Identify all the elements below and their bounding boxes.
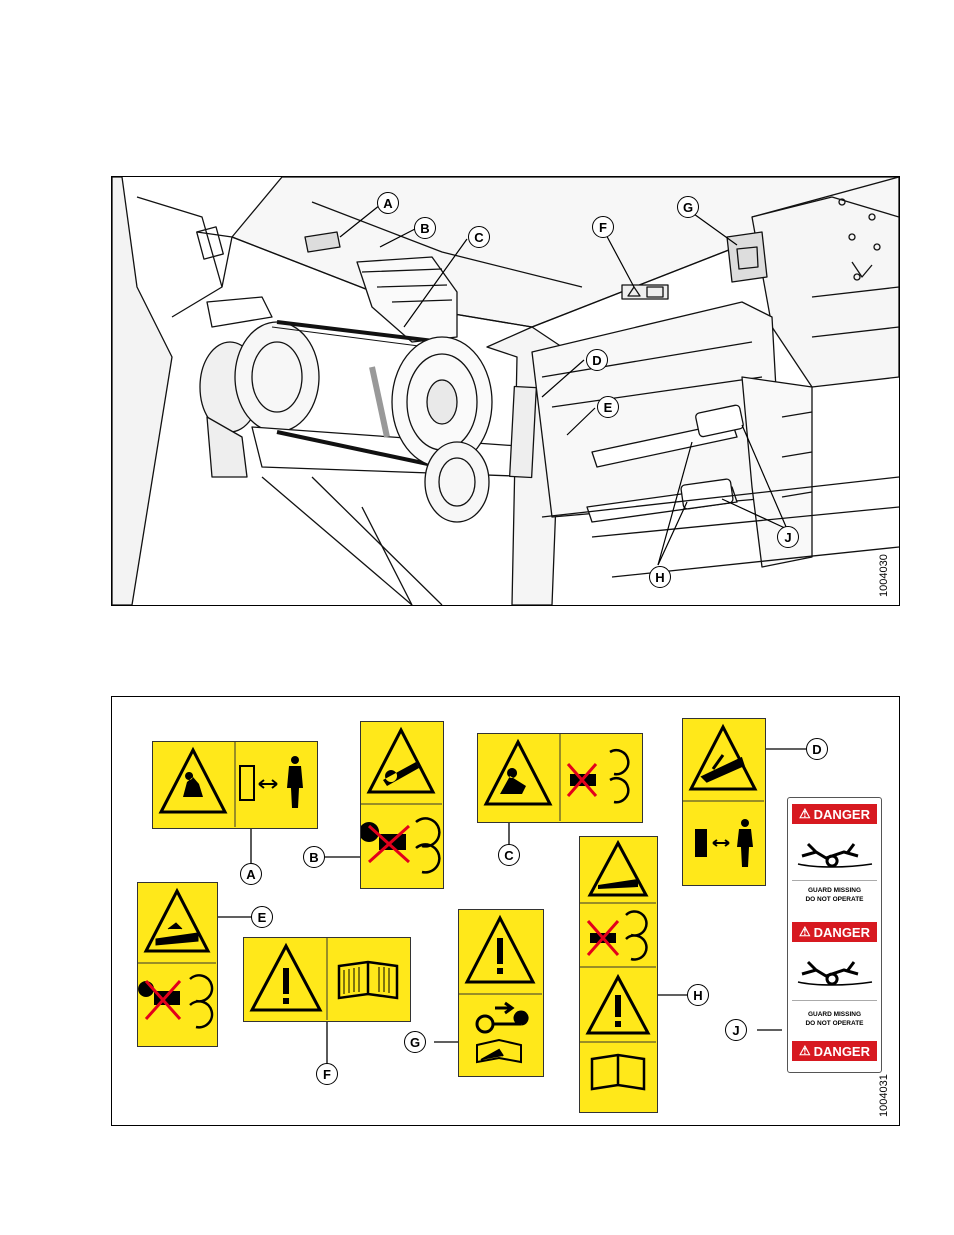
danger-alert-icon: ⚠: [799, 924, 811, 939]
danger-header-text: DANGER: [813, 924, 870, 940]
machine-illustration: A B C D E F G H J 1004030: [111, 176, 900, 606]
danger-header: ⚠DANGER: [792, 804, 877, 824]
callout-b: B: [303, 846, 325, 868]
danger-message-line2: DO NOT OPERATE: [805, 896, 864, 903]
callout-h: H: [687, 984, 709, 1006]
danger-header-text: DANGER: [813, 1043, 870, 1059]
callout-g: G: [677, 196, 699, 218]
danger-message-line1: GUARD MISSING: [807, 887, 862, 894]
callout-b: B: [414, 217, 436, 239]
decal-e: [137, 882, 218, 1047]
callout-j: J: [725, 1019, 747, 1041]
decal-illustration: ⚠DANGER GUARD MISSING DO NOT OPERATE ⚠DA…: [111, 696, 900, 1126]
callout-f: F: [316, 1063, 338, 1085]
callout-h: H: [649, 566, 671, 588]
callout-d: D: [806, 738, 828, 760]
danger-header: ⚠DANGER: [792, 1041, 877, 1061]
danger-message-line2: DO NOT OPERATE: [805, 1020, 864, 1027]
auger-entanglement-icon: [138, 887, 216, 1029]
callout-a: A: [377, 192, 399, 214]
danger-header: ⚠DANGER: [792, 922, 877, 942]
callout-f: F: [592, 216, 614, 238]
decal-b: [360, 721, 444, 889]
entanglement-icon: [483, 734, 630, 821]
decal-g: [458, 909, 544, 1077]
callout-e: E: [251, 906, 273, 928]
decal-a: [152, 741, 318, 829]
danger-alert-icon: ⚠: [799, 806, 811, 821]
keep-clear-icon: [158, 742, 303, 827]
callout-j: J: [777, 526, 799, 548]
figure-id-label: 1004031: [878, 1074, 890, 1117]
decal-d: [682, 718, 766, 886]
decal-leader-lines: [218, 748, 806, 1064]
figure-id-label: 1004030: [878, 554, 890, 597]
decal-f: [243, 937, 411, 1022]
read-manual-icon: [249, 938, 399, 1020]
belt-entanglement-icon: [361, 726, 442, 874]
entanglement-figure-icon: [797, 842, 873, 868]
danger-alert-icon: ⚠: [799, 1043, 811, 1058]
callout-e: E: [597, 396, 619, 418]
danger-header-text: DANGER: [813, 806, 870, 822]
callout-c: C: [498, 844, 520, 866]
decal-h: [579, 836, 658, 1113]
callout-g: G: [404, 1031, 426, 1053]
decal-j-danger: ⚠DANGER GUARD MISSING DO NOT OPERATE ⚠DA…: [787, 797, 882, 1073]
decal-c: [477, 733, 643, 823]
callout-a: A: [240, 863, 262, 885]
remove-key-icon: [459, 914, 542, 1064]
crush-keep-clear-icon: [683, 723, 764, 867]
auger-warning-manual-icon: [580, 839, 656, 1091]
entanglement-figure-icon: [797, 960, 873, 986]
callout-c: C: [468, 226, 490, 248]
danger-message-line1: GUARD MISSING: [807, 1011, 862, 1018]
callout-d: D: [586, 349, 608, 371]
